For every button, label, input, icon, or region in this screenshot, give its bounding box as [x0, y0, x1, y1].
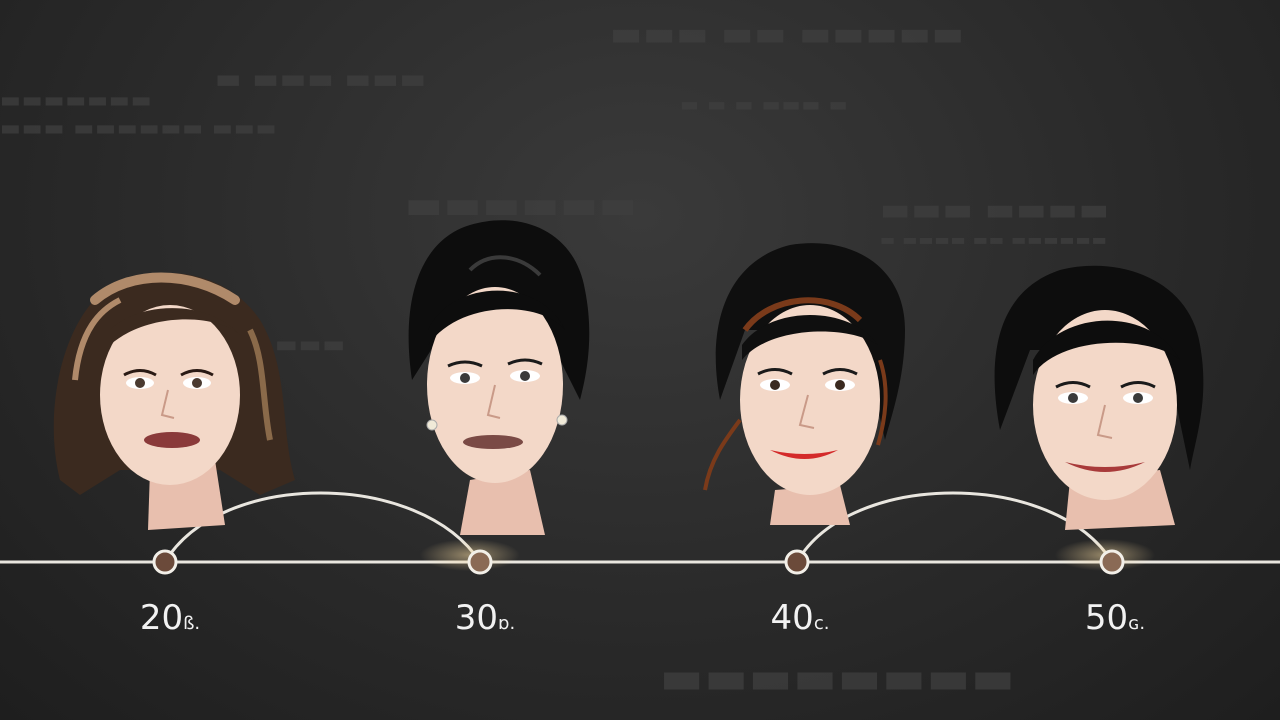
timeline-arc [163, 491, 482, 563]
background-text: ▬▬▬ ▬▬ ▬▬▬▬▬ [610, 14, 965, 54]
background-text: ▬▬▬ ▬▬▬▬▬▬ ▬▬▬ [0, 116, 278, 141]
timeline-arc [795, 491, 1114, 563]
portrait-20s [53, 272, 295, 530]
timeline-node [1099, 549, 1125, 575]
background-text: ▬▬▬ [275, 330, 347, 358]
background-text: ▬▬▬▬▬▬ [405, 182, 638, 228]
timeline-node [467, 549, 493, 575]
age-label-50s: 50ɢ. [1084, 598, 1146, 638]
background-text: ▬ ▬▬▬ ▬▬▬ [215, 62, 427, 95]
background-text: ▬▬▬ ▬▬▬▬ [880, 190, 1110, 228]
background-text: ▬ ▬▬▬▬ ▬▬ ▬▬▬▬▬▬ [880, 230, 1108, 249]
age-label-40s: 40c. [770, 598, 830, 638]
age-label-30s: 30ɒ. [454, 598, 516, 638]
timeline-node [152, 549, 178, 575]
portrait-40s [703, 243, 905, 525]
background-text: ▬▬▬▬▬▬▬ [0, 88, 153, 113]
background-text: ▬▬▬▬▬▬▬▬ [660, 650, 1016, 704]
age-label-20s: 20ß. [139, 598, 201, 638]
portrait-50s [994, 265, 1204, 530]
portrait-30s [408, 220, 590, 535]
timeline-node [784, 549, 810, 575]
background-text: ▬ ▬ ▬ ▬▬▬ ▬ [680, 92, 849, 116]
